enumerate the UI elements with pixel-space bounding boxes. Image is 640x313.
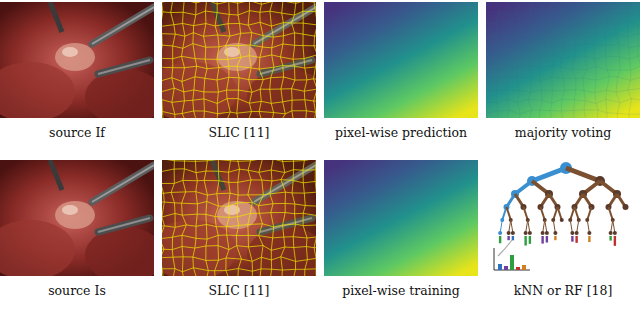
panel-caption: SLIC [11] — [209, 125, 270, 141]
panel-caption: SLIC [11] — [209, 283, 270, 299]
panel-image — [486, 2, 640, 118]
panel-image — [324, 2, 478, 118]
panel-image — [494, 162, 629, 270]
panel-image — [0, 160, 154, 276]
panel-caption: majority voting — [515, 125, 611, 141]
panel-image — [324, 160, 478, 276]
panel-caption: pixel-wise training — [342, 283, 460, 299]
panel-image — [0, 2, 154, 118]
panel-caption: source If — [49, 125, 105, 141]
panel-caption: source Is — [48, 283, 106, 299]
panel-caption: kNN or RF [18] — [514, 283, 613, 299]
panel-image — [162, 2, 316, 118]
panel-caption: pixel-wise prediction — [335, 125, 467, 141]
panel-image — [162, 160, 316, 276]
